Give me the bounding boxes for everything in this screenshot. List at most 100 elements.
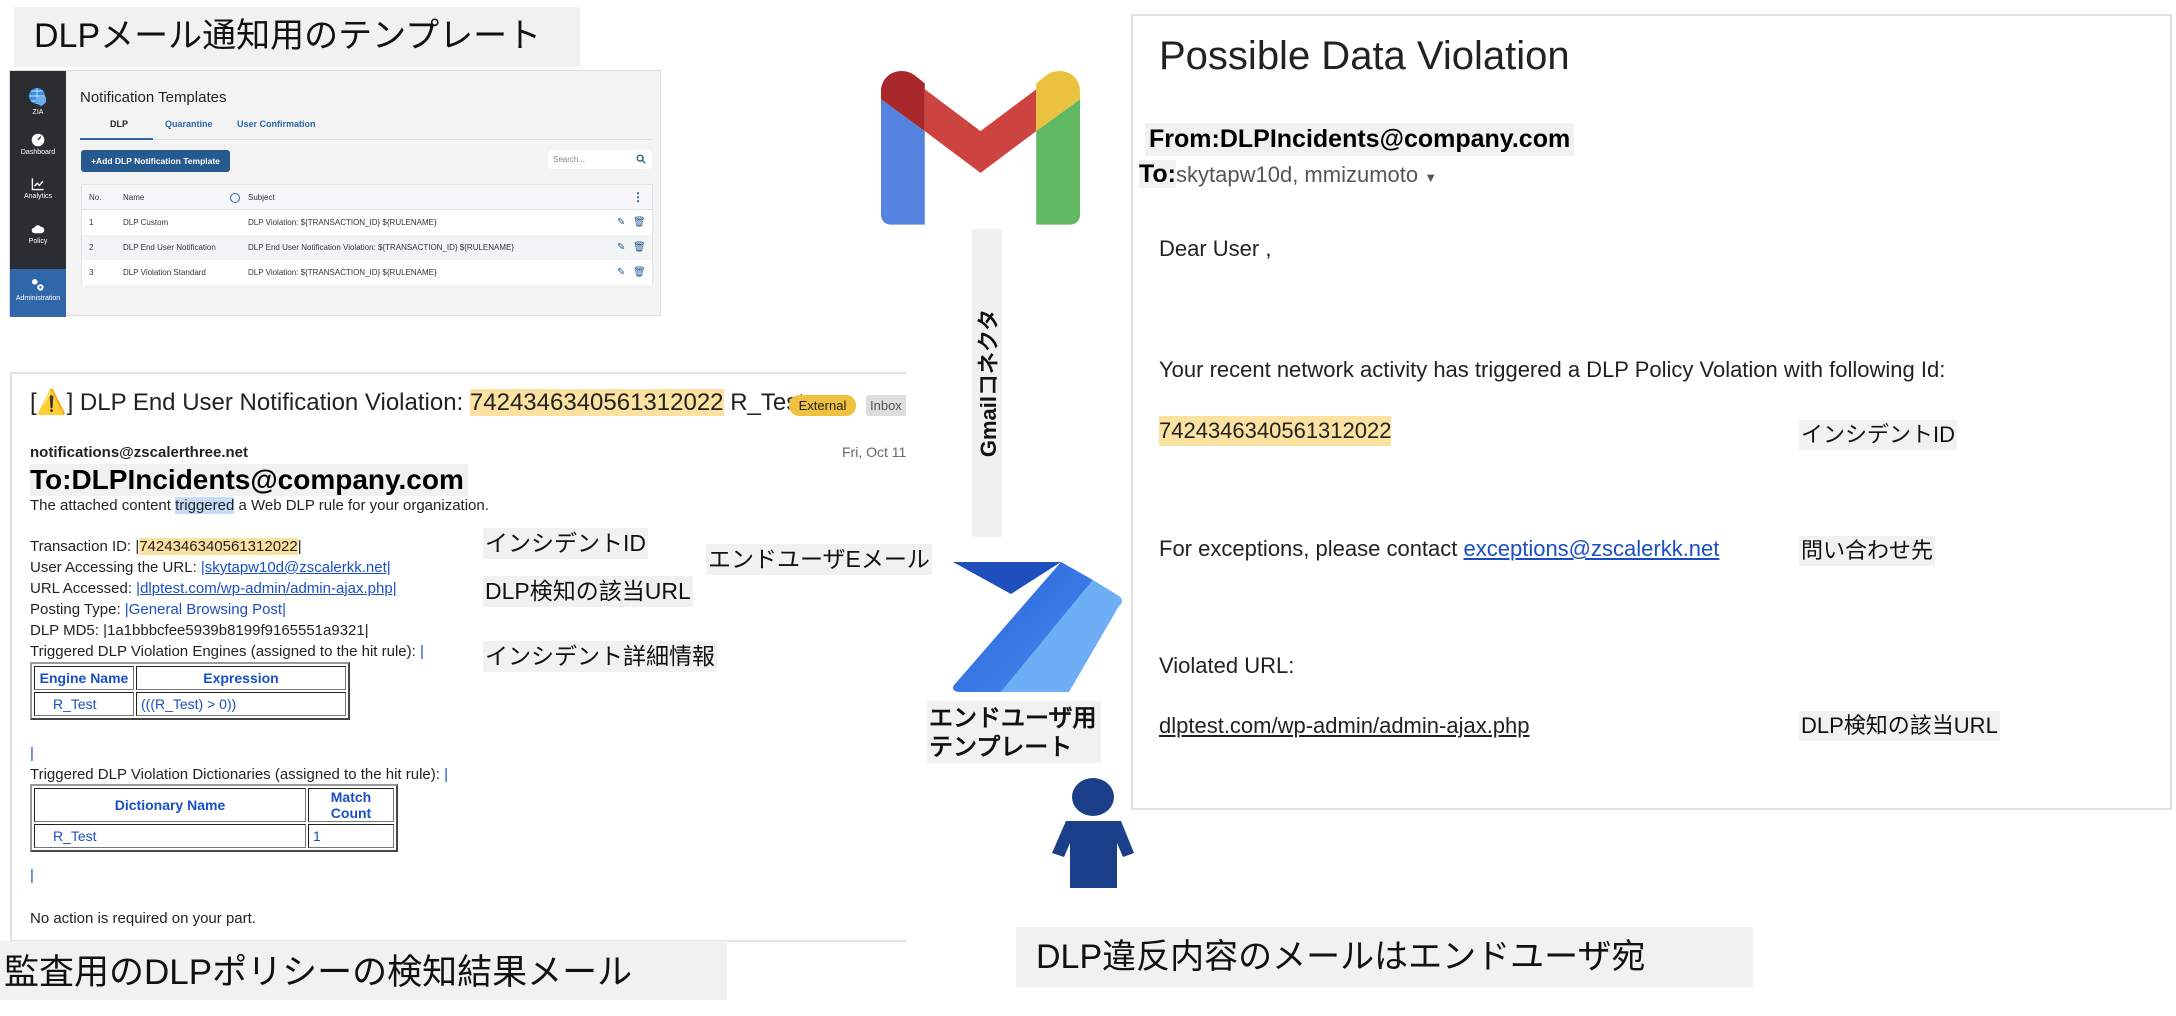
row-name: DLP Violation Standard xyxy=(123,268,206,277)
pipe: | xyxy=(30,745,34,762)
tab-user-confirmation[interactable]: User Confirmation xyxy=(237,119,316,129)
recipients[interactable]: skytapw10d, mmizumoto xyxy=(1176,162,1419,187)
table-header: No. Name Subject ⋮ xyxy=(82,185,652,210)
delete-trash-icon[interactable]: 🗑 xyxy=(633,217,646,228)
text: URL Accessed: xyxy=(30,580,137,597)
sidebar-label: Policy xyxy=(28,238,48,245)
search-icon xyxy=(636,154,646,164)
label-incident-id-right: インシデントID xyxy=(1799,420,1958,450)
table-header: Dictionary Name xyxy=(34,788,306,822)
add-dlp-template-button[interactable]: +Add DLP Notification Template xyxy=(81,150,230,172)
table-row: R_Test(((R_Test) > 0)) xyxy=(34,692,346,716)
warning-icon: ⚠️ xyxy=(36,389,67,416)
gears-icon xyxy=(32,279,44,291)
person-icon xyxy=(1052,778,1134,888)
greeting: Dear User , xyxy=(1159,236,1272,261)
text: The attached content xyxy=(30,497,176,514)
column-name[interactable]: Name xyxy=(123,193,145,202)
label-template-title: DLPメール通知用のテンプレート xyxy=(14,7,580,67)
row-name: DLP Custom xyxy=(123,218,169,227)
intro-text: The attached content triggered a Web DLP… xyxy=(30,497,489,514)
label-line: エンドユーザ用 xyxy=(929,705,1097,732)
sidebar-item-zia[interactable]: ZIA xyxy=(10,87,66,116)
posting-line: Posting Type: |General Browsing Post| xyxy=(30,601,286,618)
row-subject: DLP Violation: ${TRANSACTION_ID} ${RULEN… xyxy=(248,218,437,227)
dictionaries-label: Triggered DLP Violation Dictionaries (as… xyxy=(30,766,448,783)
text: Transaction ID: | xyxy=(30,538,140,555)
tab-quarantine[interactable]: Quarantine xyxy=(165,119,213,129)
email-date: Fri, Oct 11, xyxy=(842,444,906,460)
sidebar-item-administration[interactable]: Administration xyxy=(10,269,66,317)
match-count: 1 xyxy=(308,824,394,848)
text: Posting Type: xyxy=(30,601,125,618)
table-header: Engine Name xyxy=(34,666,134,690)
exceptions-email-link[interactable]: exceptions@zscalerkk.net xyxy=(1463,536,1720,561)
sidebar-item-dashboard[interactable]: Dashboard xyxy=(10,133,66,156)
gauge-icon xyxy=(31,133,45,147)
delete-trash-icon[interactable]: 🗑 xyxy=(633,242,646,253)
edit-pencil-icon[interactable]: ✎ xyxy=(617,267,626,278)
sidebar: ZIA Dashboard Analytics Policy Administr… xyxy=(10,71,66,317)
column-no: No. xyxy=(89,193,102,202)
power-automate-logo-icon xyxy=(953,562,1122,692)
row-subject: DLP End User Notification Violation: ${T… xyxy=(248,243,515,252)
violated-url-link[interactable]: dlptest.com/wp-admin/admin-ajax.php xyxy=(1159,713,1530,738)
gmail-logo-icon xyxy=(881,71,1080,225)
pipe: | xyxy=(419,643,424,660)
pipe: | xyxy=(30,867,34,884)
text: Triggered DLP Violation Engines (assigne… xyxy=(30,643,420,660)
url-line: URL Accessed: |dlptest.com/wp-admin/admi… xyxy=(30,580,397,597)
sort-chevron-icon[interactable] xyxy=(230,193,240,203)
expression: (((R_Test) > 0)) xyxy=(136,692,346,716)
label-incident-id: インシデントID xyxy=(483,528,648,559)
edit-pencil-icon[interactable]: ✎ xyxy=(617,242,626,253)
connector-bar: Gmailコネクタ xyxy=(972,229,1002,537)
label-end-user-recipient: DLP違反内容のメールはエンドユーザ宛 xyxy=(1016,927,1753,987)
incident-id: 7424346340561312022 xyxy=(1159,416,1392,446)
label-incident-details: インシデント詳細情報 xyxy=(483,641,717,672)
sidebar-item-analytics[interactable]: Analytics xyxy=(10,177,66,200)
url-link[interactable]: |dlptest.com/wp-admin/admin-ajax.php| xyxy=(136,580,397,597)
violated-url-label: Violated URL: xyxy=(1159,653,1295,678)
delete-trash-icon[interactable]: 🗑 xyxy=(633,267,646,278)
to-address: To:DLPIncidents@company.com xyxy=(30,464,468,496)
to-label: To: xyxy=(1139,160,1177,188)
external-badge: External xyxy=(789,395,856,416)
email-title: Possible Data Violation xyxy=(1159,34,1570,78)
dropdown-caret-icon[interactable]: ▼ xyxy=(1424,170,1438,185)
row-subject: DLP Violation: ${TRANSACTION_ID} ${RULEN… xyxy=(248,268,437,277)
audit-email: [⚠️] DLP End User Notification Violation… xyxy=(10,372,906,942)
engines-label: Triggered DLP Violation Engines (assigne… xyxy=(30,643,424,660)
label-dlp-url: DLP検知の該当URL xyxy=(483,576,693,607)
column-subject[interactable]: Subject xyxy=(248,193,275,202)
user-line: User Accessing the URL: |skytapw10d@zsca… xyxy=(30,559,391,576)
sidebar-item-policy[interactable]: Policy xyxy=(10,222,66,245)
subject-bracket: [ xyxy=(30,389,37,416)
sidebar-label: Analytics xyxy=(23,193,52,200)
transaction-id-line: Transaction ID: |7424346340561312022| xyxy=(30,538,302,555)
notification-templates-panel: ZIA Dashboard Analytics Policy Administr… xyxy=(9,70,661,317)
search-input[interactable]: Search... xyxy=(548,150,652,169)
md5-line: DLP MD5: |1a1bbbcfee5939b8199f9165551a93… xyxy=(30,622,369,639)
table-header: Match Count xyxy=(308,788,394,822)
exceptions-line: For exceptions, please contact exception… xyxy=(1159,536,1719,562)
sidebar-label: Administration xyxy=(15,295,61,302)
user-email-link[interactable]: |skytapw10d@zscalerkk.net| xyxy=(200,559,391,576)
subject-text: DLP End User Notification Violation: xyxy=(79,389,464,416)
label-end-user-email: エンドユーザEメール xyxy=(706,544,932,575)
active-tab-indicator xyxy=(80,138,153,140)
search-placeholder: Search... xyxy=(553,155,586,164)
table-header: Expression xyxy=(136,666,346,690)
tab-dlp[interactable]: DLP xyxy=(110,119,128,129)
page-title: Notification Templates xyxy=(80,89,227,106)
from-address: From:DLPIncidents@company.com xyxy=(1145,123,1575,156)
edit-pencil-icon[interactable]: ✎ xyxy=(617,217,626,228)
text: User Accessing the URL: xyxy=(30,559,201,576)
inbox-badge[interactable]: Inbox xyxy=(866,395,906,416)
more-vertical-icon[interactable]: ⋮ xyxy=(632,190,644,204)
